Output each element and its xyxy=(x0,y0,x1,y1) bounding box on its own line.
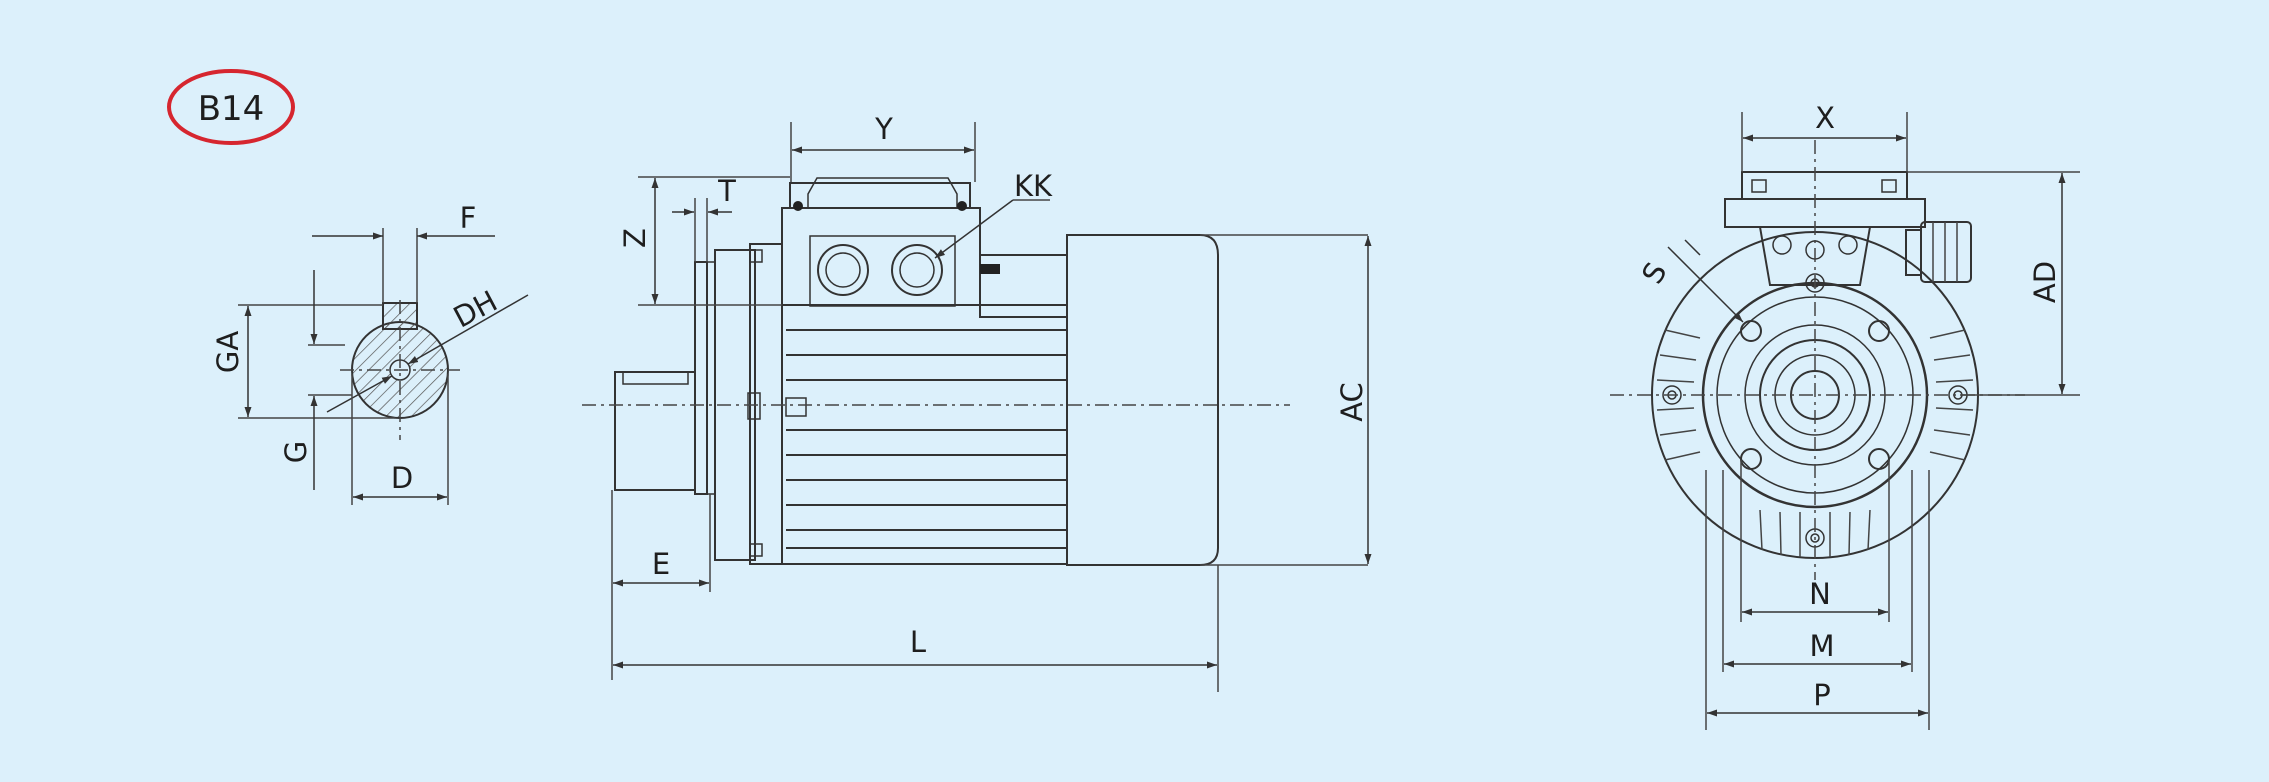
label-E: E xyxy=(652,547,670,581)
mounting-type-badge: B14 xyxy=(167,69,295,145)
label-N: N xyxy=(1809,577,1831,611)
label-KK: KK xyxy=(1014,169,1053,203)
label-Z: Z xyxy=(618,228,652,248)
label-Y: Y xyxy=(874,112,893,146)
label-S: S xyxy=(1635,257,1674,290)
label-F: F xyxy=(460,201,477,235)
front-terminal-box xyxy=(1724,198,1926,228)
shaft-key-slot xyxy=(622,371,689,385)
flange-bolt-holes xyxy=(1662,273,1968,548)
label-M: M xyxy=(1809,629,1834,663)
label-GA: GA xyxy=(211,331,245,373)
terminal-box xyxy=(781,207,981,306)
badge-label: B14 xyxy=(198,89,265,129)
shaft xyxy=(614,371,696,491)
motor-body xyxy=(781,304,1068,565)
label-X: X xyxy=(1815,101,1835,135)
cable-gland-1 xyxy=(817,244,869,296)
cooling-fins xyxy=(786,329,1067,549)
label-AD: AD xyxy=(2028,261,2062,303)
motor-front-view: X AD S N M P xyxy=(1610,101,2080,730)
label-G: G xyxy=(279,441,313,463)
housing-fins xyxy=(1656,329,1974,557)
label-T: T xyxy=(717,174,736,208)
label-DH: DH xyxy=(448,284,503,335)
terminal-box-lid xyxy=(789,182,971,208)
flange xyxy=(694,261,708,495)
motor-side-view: Y T KK Z AC E L xyxy=(582,112,1372,692)
label-D: D xyxy=(391,461,413,495)
shaft-section-view: F DH GA G D xyxy=(211,201,529,505)
label-P: P xyxy=(1813,678,1831,712)
badge-ellipse xyxy=(167,69,295,145)
label-L: L xyxy=(910,625,926,659)
fan-cover xyxy=(1066,234,1219,566)
label-AC: AC xyxy=(1335,382,1369,422)
cable-gland-2 xyxy=(891,244,943,296)
